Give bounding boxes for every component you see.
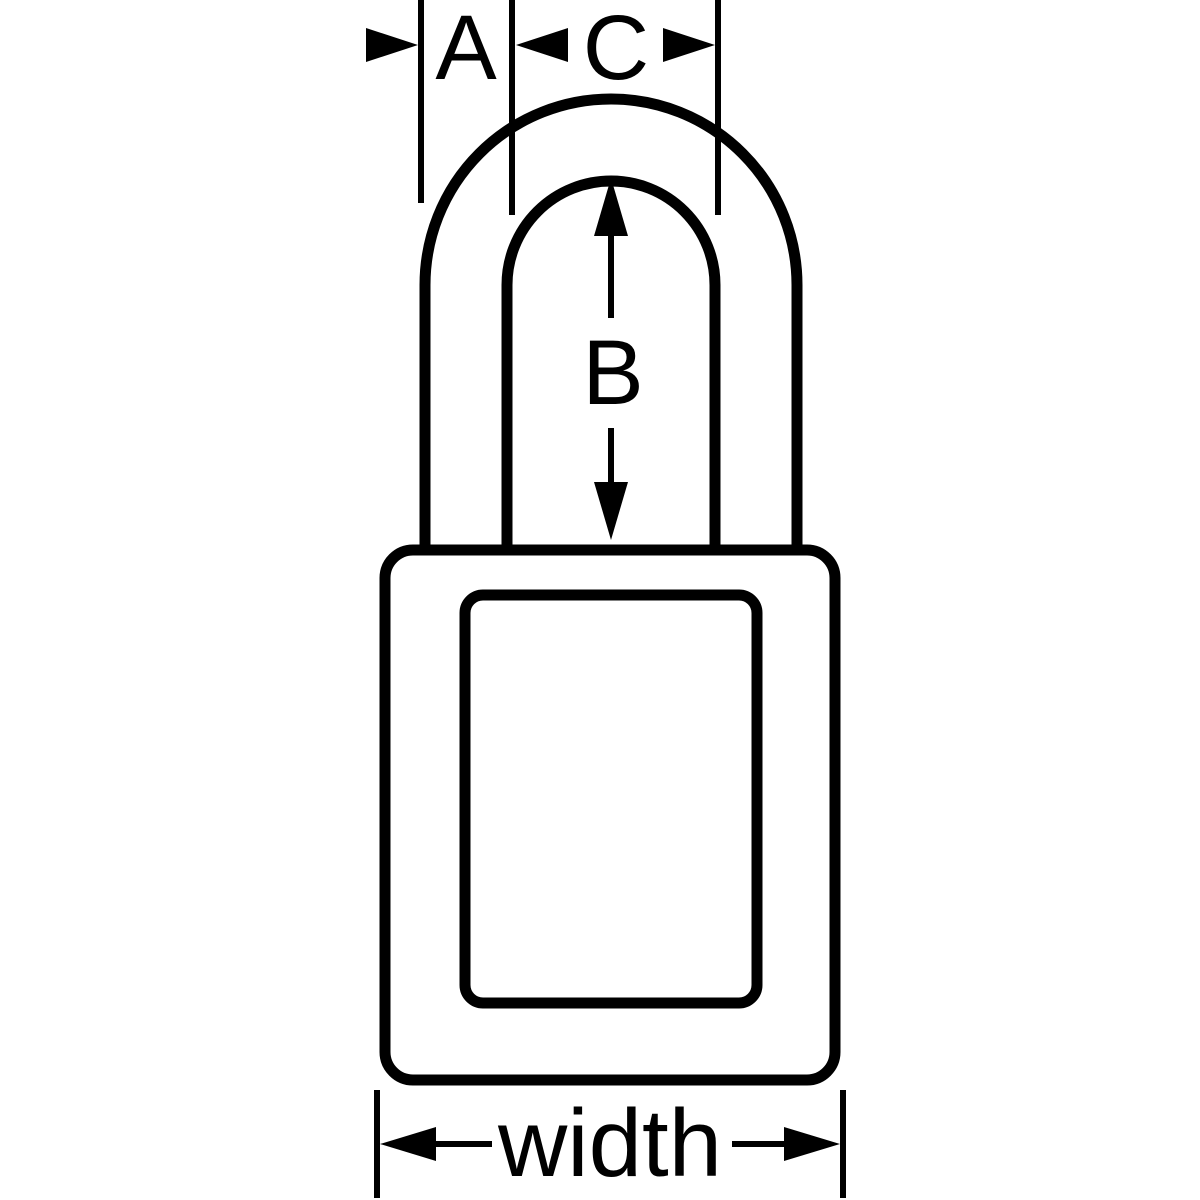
dimension-b: B (582, 178, 644, 540)
top-extension-lines (418, 0, 721, 215)
dim-c-arrow-left-icon (516, 28, 568, 62)
body-face-panel (459, 589, 763, 1009)
dim-a-arrow-right-icon (366, 28, 418, 62)
padlock-body (379, 544, 841, 1086)
dim-b-label: B (582, 322, 643, 424)
dim-b-arrow-up-icon (594, 178, 628, 236)
dim-width-arrow-right-icon (784, 1127, 840, 1161)
dim-width-arrow-left-icon (380, 1127, 436, 1161)
dimension-width: width (374, 1090, 846, 1198)
dim-c-label: C (583, 0, 649, 99)
padlock-drawing (419, 93, 803, 570)
dim-a-label: A (435, 0, 497, 99)
dimension-a: A (366, 0, 497, 99)
dim-b-arrow-down-icon (594, 482, 628, 540)
dim-width-label: width (497, 1090, 722, 1197)
dim-c-arrow-right-icon (663, 28, 715, 62)
dimension-c: C (516, 0, 715, 99)
